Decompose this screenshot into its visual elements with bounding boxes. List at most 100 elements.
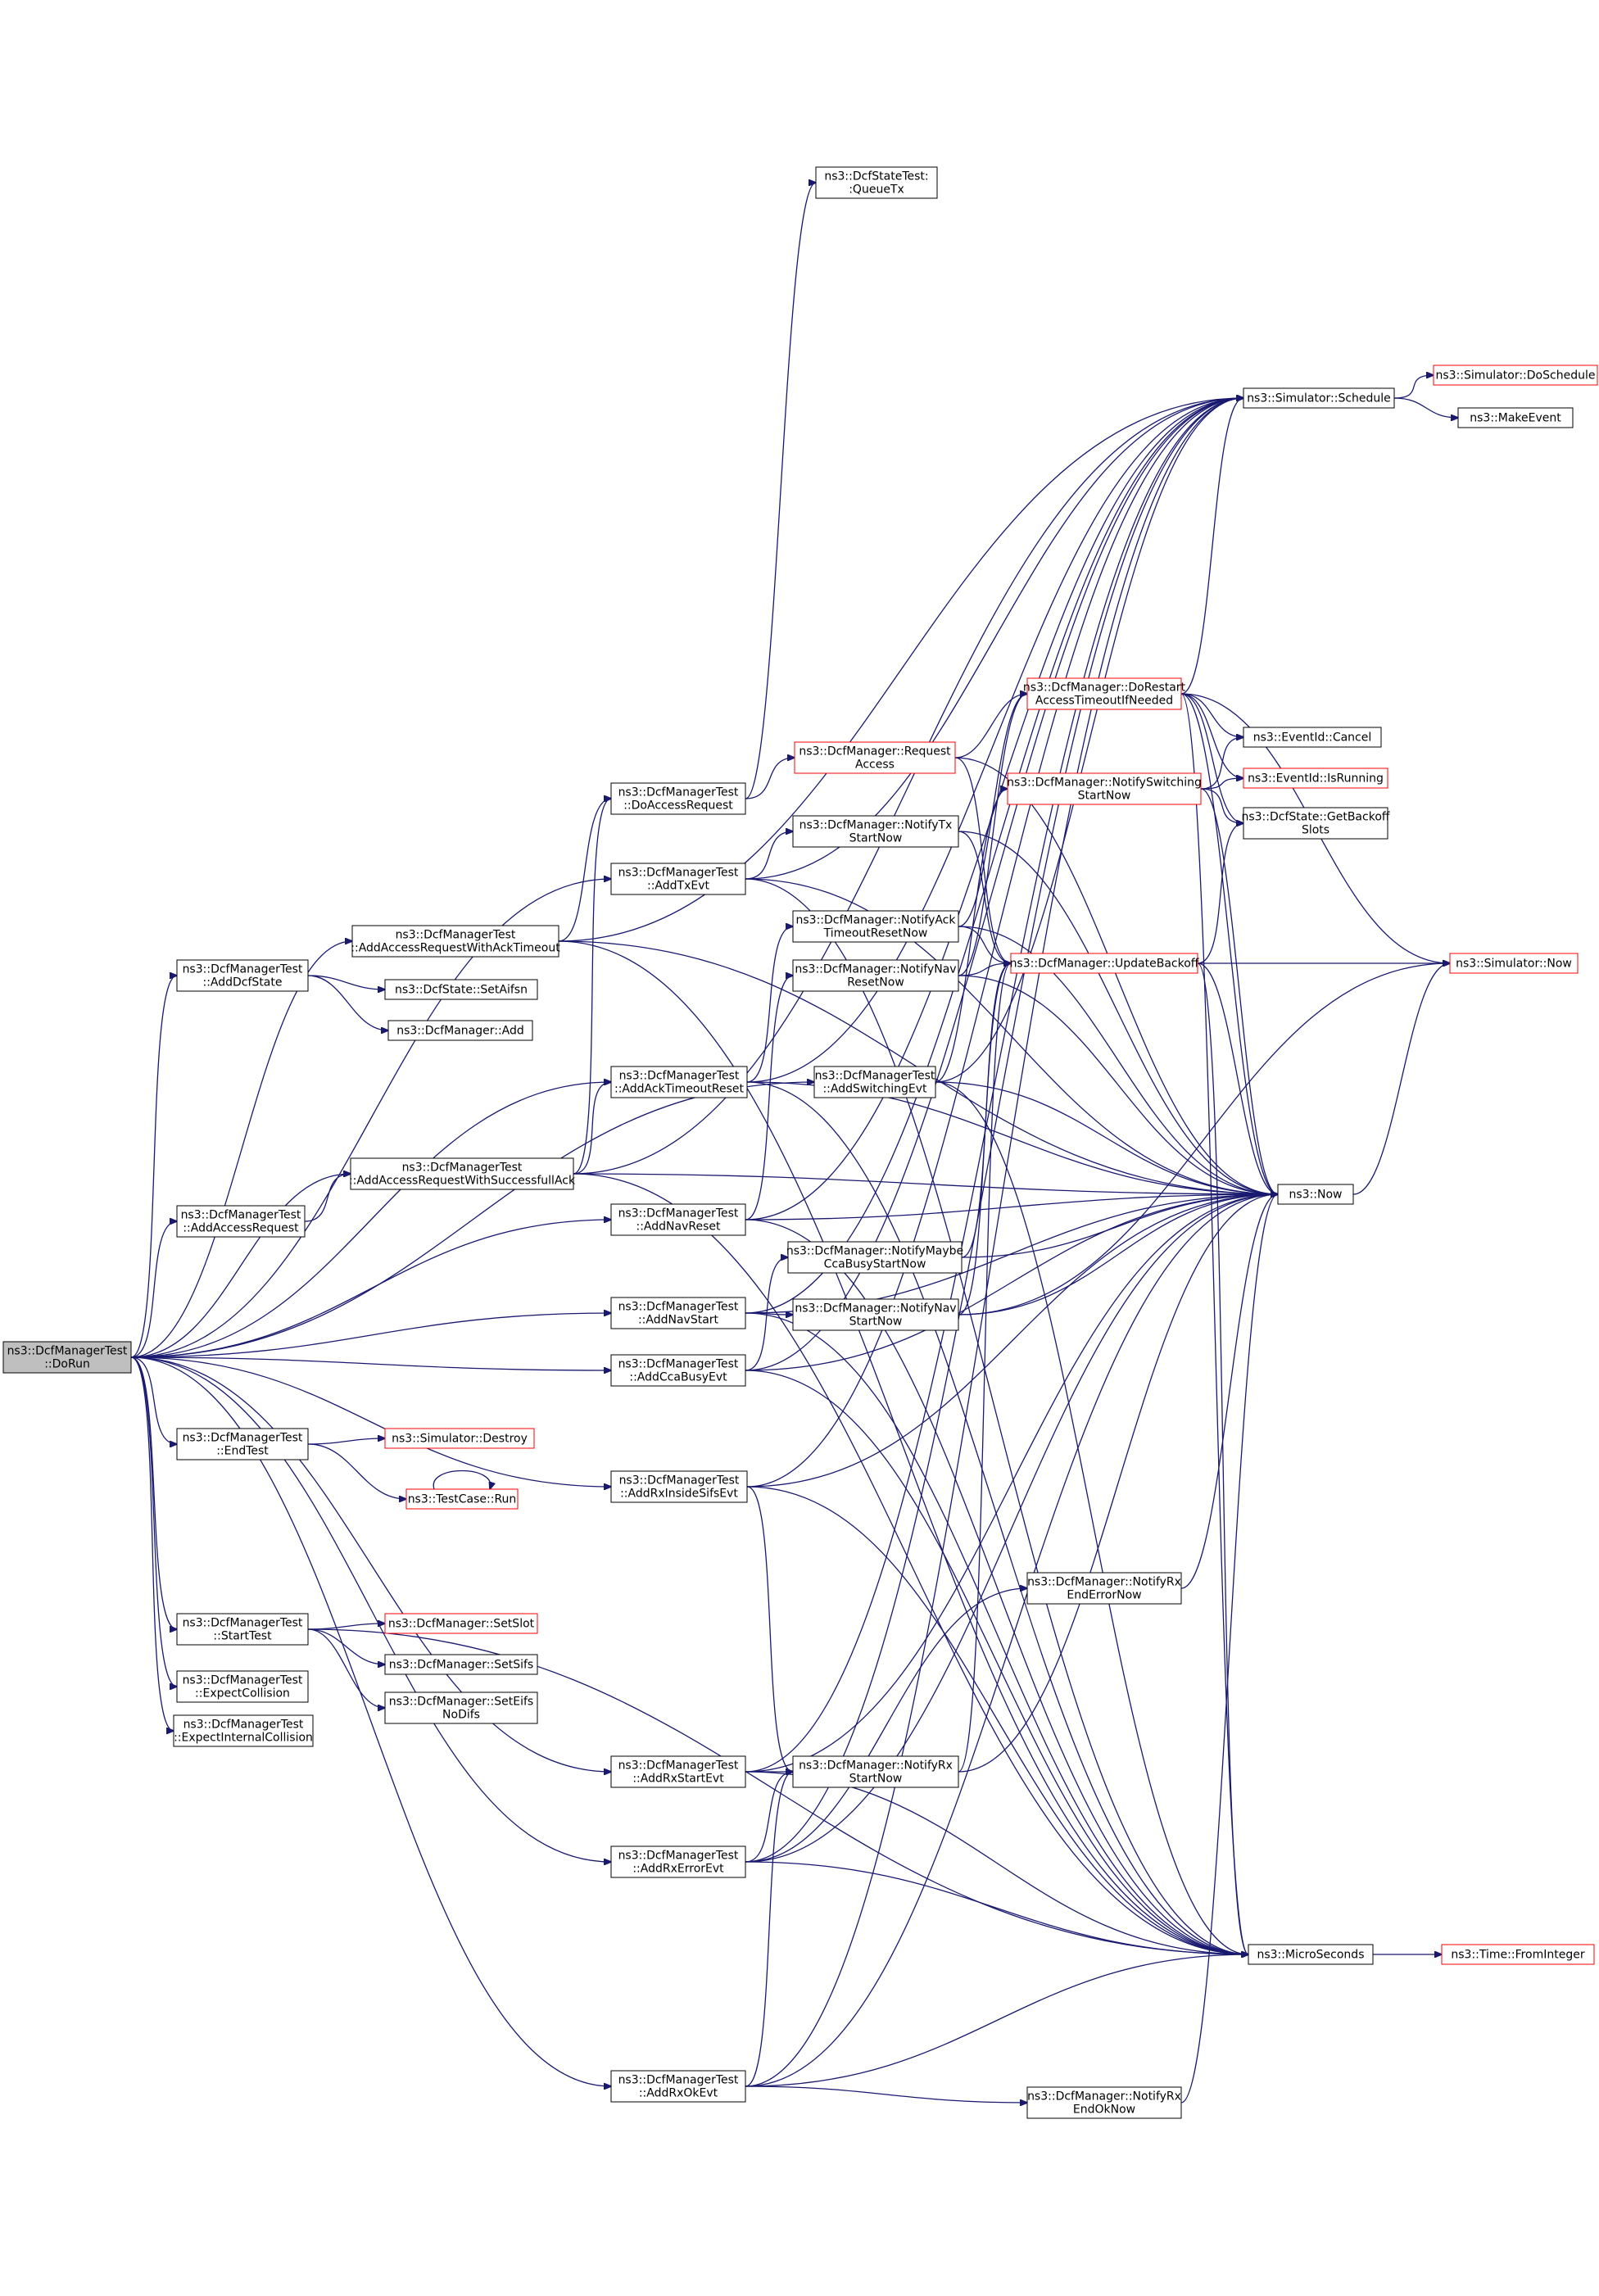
node-box[interactable] xyxy=(815,166,938,199)
node-addrxinside[interactable]: ns3::DcfManagerTest::AddRxInsideSifsEvt xyxy=(610,1470,748,1503)
node-box[interactable] xyxy=(1433,365,1598,386)
node-box[interactable] xyxy=(176,1205,306,1238)
node-box[interactable] xyxy=(610,1354,746,1387)
node-box[interactable] xyxy=(1248,1944,1374,1965)
node-addnavreset[interactable]: ns3::DcfManagerTest::AddNavReset xyxy=(610,1203,746,1236)
node-addaccessreqack[interactable]: ns3::DcfManagerTest::AddAccessRequestWit… xyxy=(351,925,560,958)
node-addrxok[interactable]: ns3::DcfManagerTest::AddRxOkEvt xyxy=(610,2070,746,2103)
node-endtest[interactable]: ns3::DcfManagerTest::EndTest xyxy=(176,1428,309,1460)
node-addaccessreq[interactable]: ns3::DcfManagerTest::AddAccessRequest xyxy=(176,1205,306,1238)
node-addnavstart[interactable]: ns3::DcfManagerTest::AddNavStart xyxy=(610,1297,746,1329)
node-expectinternal[interactable]: ns3::DcfManagerTest::ExpectInternalColli… xyxy=(173,1714,314,1747)
node-notifymaybecca[interactable]: ns3::DcfManager::NotifyMaybeCcaBusyStart… xyxy=(786,1241,963,1274)
node-updatebackoff[interactable]: ns3::DcfManager::UpdateBackoff xyxy=(1010,953,1199,974)
node-expectcollision[interactable]: ns3::DcfManagerTest::ExpectCollision xyxy=(176,1670,309,1703)
node-addacktimeout[interactable]: ns3::DcfManagerTest::AddAckTimeoutReset xyxy=(610,1066,748,1098)
node-dcfadd[interactable]: ns3::DcfManager::Add xyxy=(387,1020,533,1041)
node-box[interactable] xyxy=(792,959,959,992)
node-box[interactable] xyxy=(384,979,538,1000)
node-schedule[interactable]: ns3::Simulator::Schedule xyxy=(1243,387,1395,409)
node-box[interactable] xyxy=(387,1020,533,1041)
node-box[interactable] xyxy=(1457,407,1574,428)
node-box[interactable] xyxy=(792,910,959,943)
node-setsifs[interactable]: ns3::DcfManager::SetSifs xyxy=(384,1654,538,1675)
node-addswitching[interactable]: ns3::DcfManagerTest::AddSwitchingEvt xyxy=(813,1066,936,1098)
node-box[interactable] xyxy=(1441,1944,1595,1965)
node-box[interactable] xyxy=(610,2070,746,2103)
node-addaccessreqsucc[interactable]: ns3::DcfManagerTest::AddAccessRequestWit… xyxy=(349,1157,576,1190)
node-box[interactable] xyxy=(794,741,956,774)
node-box[interactable] xyxy=(405,1488,519,1510)
node-box[interactable] xyxy=(350,1157,574,1190)
node-box[interactable] xyxy=(176,959,309,992)
node-box[interactable] xyxy=(384,1691,538,1724)
node-box[interactable] xyxy=(384,1613,538,1634)
node-simnow[interactable]: ns3::Simulator::Now xyxy=(1449,953,1579,974)
node-microseconds[interactable]: ns3::MicroSeconds xyxy=(1248,1944,1374,1965)
node-now[interactable]: ns3::Now xyxy=(1277,1184,1354,1205)
node-box[interactable] xyxy=(173,1714,314,1747)
node-box[interactable] xyxy=(610,1470,748,1503)
node-box[interactable] xyxy=(813,1066,936,1098)
node-box[interactable] xyxy=(2,1341,132,1374)
node-box[interactable] xyxy=(792,1755,959,1788)
node-box[interactable] xyxy=(1243,387,1395,409)
node-box[interactable] xyxy=(384,1654,538,1675)
node-makeevent[interactable]: ns3::MakeEvent xyxy=(1457,407,1574,428)
node-box[interactable] xyxy=(1449,953,1579,974)
node-box[interactable] xyxy=(176,1613,309,1646)
node-box[interactable] xyxy=(1026,677,1182,710)
node-box[interactable] xyxy=(1277,1184,1354,1205)
node-queuetx[interactable]: ns3::DcfStateTest::QueueTx xyxy=(815,166,938,199)
node-box[interactable] xyxy=(176,1428,309,1460)
node-addccabusy[interactable]: ns3::DcfManagerTest::AddCcaBusyEvt xyxy=(610,1354,746,1387)
node-box[interactable] xyxy=(610,1203,746,1236)
node-box[interactable] xyxy=(1243,807,1388,840)
node-box[interactable] xyxy=(792,1298,959,1331)
node-setaifsn[interactable]: ns3::DcfState::SetAifsn xyxy=(384,979,538,1000)
node-box[interactable] xyxy=(1243,768,1388,789)
node-box[interactable] xyxy=(1007,772,1202,805)
node-box[interactable] xyxy=(792,815,959,848)
node-box[interactable] xyxy=(351,925,559,958)
node-dorun[interactable]: ns3::DcfManagerTest::DoRun xyxy=(2,1341,132,1374)
node-addrxstart[interactable]: ns3::DcfManagerTest::AddRxStartEvt xyxy=(610,1755,746,1788)
node-box[interactable] xyxy=(610,1755,746,1788)
node-box[interactable] xyxy=(176,1670,309,1703)
node-addrxerror[interactable]: ns3::DcfManagerTest::AddRxErrorEvt xyxy=(610,1845,746,1878)
node-box[interactable] xyxy=(1026,1572,1182,1605)
node-eventisrunning[interactable]: ns3::EventId::IsRunning xyxy=(1243,768,1388,789)
node-box[interactable] xyxy=(787,1241,963,1274)
node-box[interactable] xyxy=(1026,2086,1182,2119)
node-dorestart[interactable]: ns3::DcfManager::DoRestartAccessTimeoutI… xyxy=(1023,677,1186,710)
node-frominteger[interactable]: ns3::Time::FromInteger xyxy=(1441,1944,1595,1965)
node-notifyack[interactable]: ns3::DcfManager::NotifyAckTimeoutResetNo… xyxy=(792,910,959,943)
node-box[interactable] xyxy=(1243,727,1382,748)
node-box[interactable] xyxy=(384,1428,535,1449)
node-box[interactable] xyxy=(610,863,746,895)
node-adddcfstate[interactable]: ns3::DcfManagerTest::AddDcfState xyxy=(176,959,309,992)
node-simdestroy[interactable]: ns3::Simulator::Destroy xyxy=(384,1428,535,1449)
node-box[interactable] xyxy=(610,1297,746,1329)
node-eventcancel[interactable]: ns3::EventId::Cancel xyxy=(1243,727,1382,748)
node-setslot[interactable]: ns3::DcfManager::SetSlot xyxy=(384,1613,538,1634)
node-doschedule[interactable]: ns3::Simulator::DoSchedule xyxy=(1433,365,1598,386)
node-box[interactable] xyxy=(610,1845,746,1878)
node-doaccessreq[interactable]: ns3::DcfManagerTest::DoAccessRequest xyxy=(610,782,746,815)
node-starttest[interactable]: ns3::DcfManagerTest::StartTest xyxy=(176,1613,309,1646)
node-testcaserun[interactable]: ns3::TestCase::Run xyxy=(405,1488,519,1510)
node-addtxevt[interactable]: ns3::DcfManagerTest::AddTxEvt xyxy=(610,863,746,895)
node-box[interactable] xyxy=(610,782,746,815)
node-box[interactable] xyxy=(1010,953,1198,974)
node-box[interactable] xyxy=(610,1066,748,1098)
